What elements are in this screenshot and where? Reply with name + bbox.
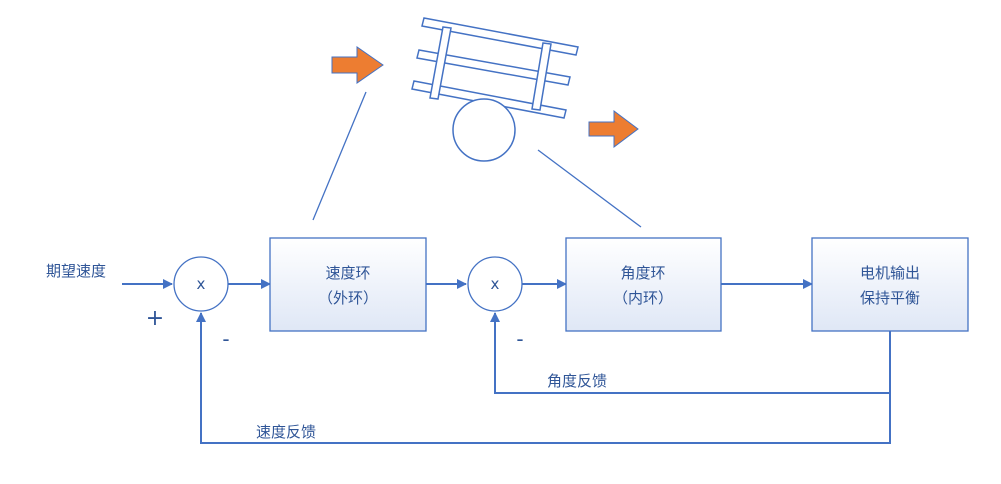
speed-loop-block: 速度环 （外环） (269, 237, 427, 332)
summing-junction-1: x (173, 256, 229, 312)
plus-sign: + (146, 306, 164, 331)
speed-loop-title: 速度环 (325, 264, 370, 282)
minus-sign-1: - (222, 327, 229, 351)
angle-loop-block: 角度环 （内环） (565, 237, 722, 332)
robot-illustration (312, 17, 642, 228)
motor-output-block: 电机输出 保持平衡 (811, 237, 969, 332)
angle-loop-title: 角度环 (620, 264, 665, 282)
junction-1-symbol: x (197, 275, 206, 293)
orange-arrow-right (588, 110, 639, 148)
pointer-line-left (312, 91, 367, 221)
angle-feedback-line (490, 312, 891, 394)
junction-2-symbol: x (491, 275, 500, 293)
angle-loop-subtitle: （内环） (613, 289, 673, 307)
minus-sign-2: - (516, 327, 523, 351)
speed-feedback-label: 速度反馈 (256, 423, 316, 441)
motor-output-line1: 电机输出 (860, 264, 920, 282)
summing-junction-2: x (467, 256, 523, 312)
speed-loop-subtitle: （外环） (318, 289, 378, 307)
orange-arrow-left (331, 46, 384, 84)
input-label: 期望速度 (46, 262, 106, 280)
speed-feedback-line (196, 312, 891, 444)
robot-wheel (452, 98, 516, 162)
motor-output-line2: 保持平衡 (860, 289, 920, 307)
pointer-line-right (537, 149, 642, 228)
angle-feedback-label: 角度反馈 (547, 372, 607, 390)
signal-lines (122, 279, 891, 444)
